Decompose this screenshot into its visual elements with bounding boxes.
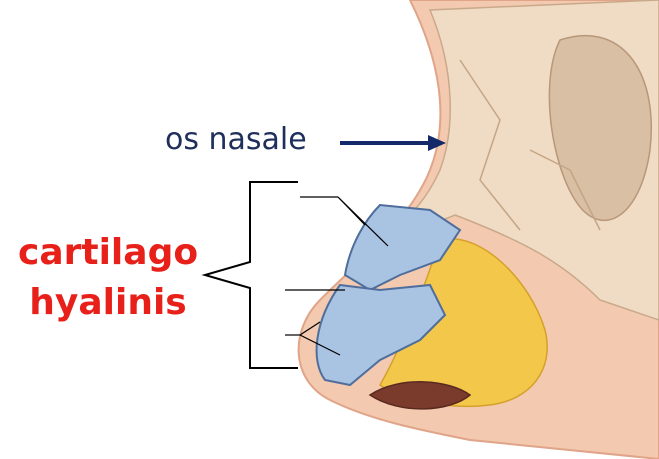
label-cartilago-hyalinis: cartilago hyalinis (18, 228, 198, 328)
cartilage-brace (205, 182, 298, 368)
label-cartilago-line2: hyalinis (18, 278, 198, 328)
label-cartilago-line1: cartilago (18, 228, 198, 278)
label-os-nasale: os nasale (165, 122, 307, 157)
